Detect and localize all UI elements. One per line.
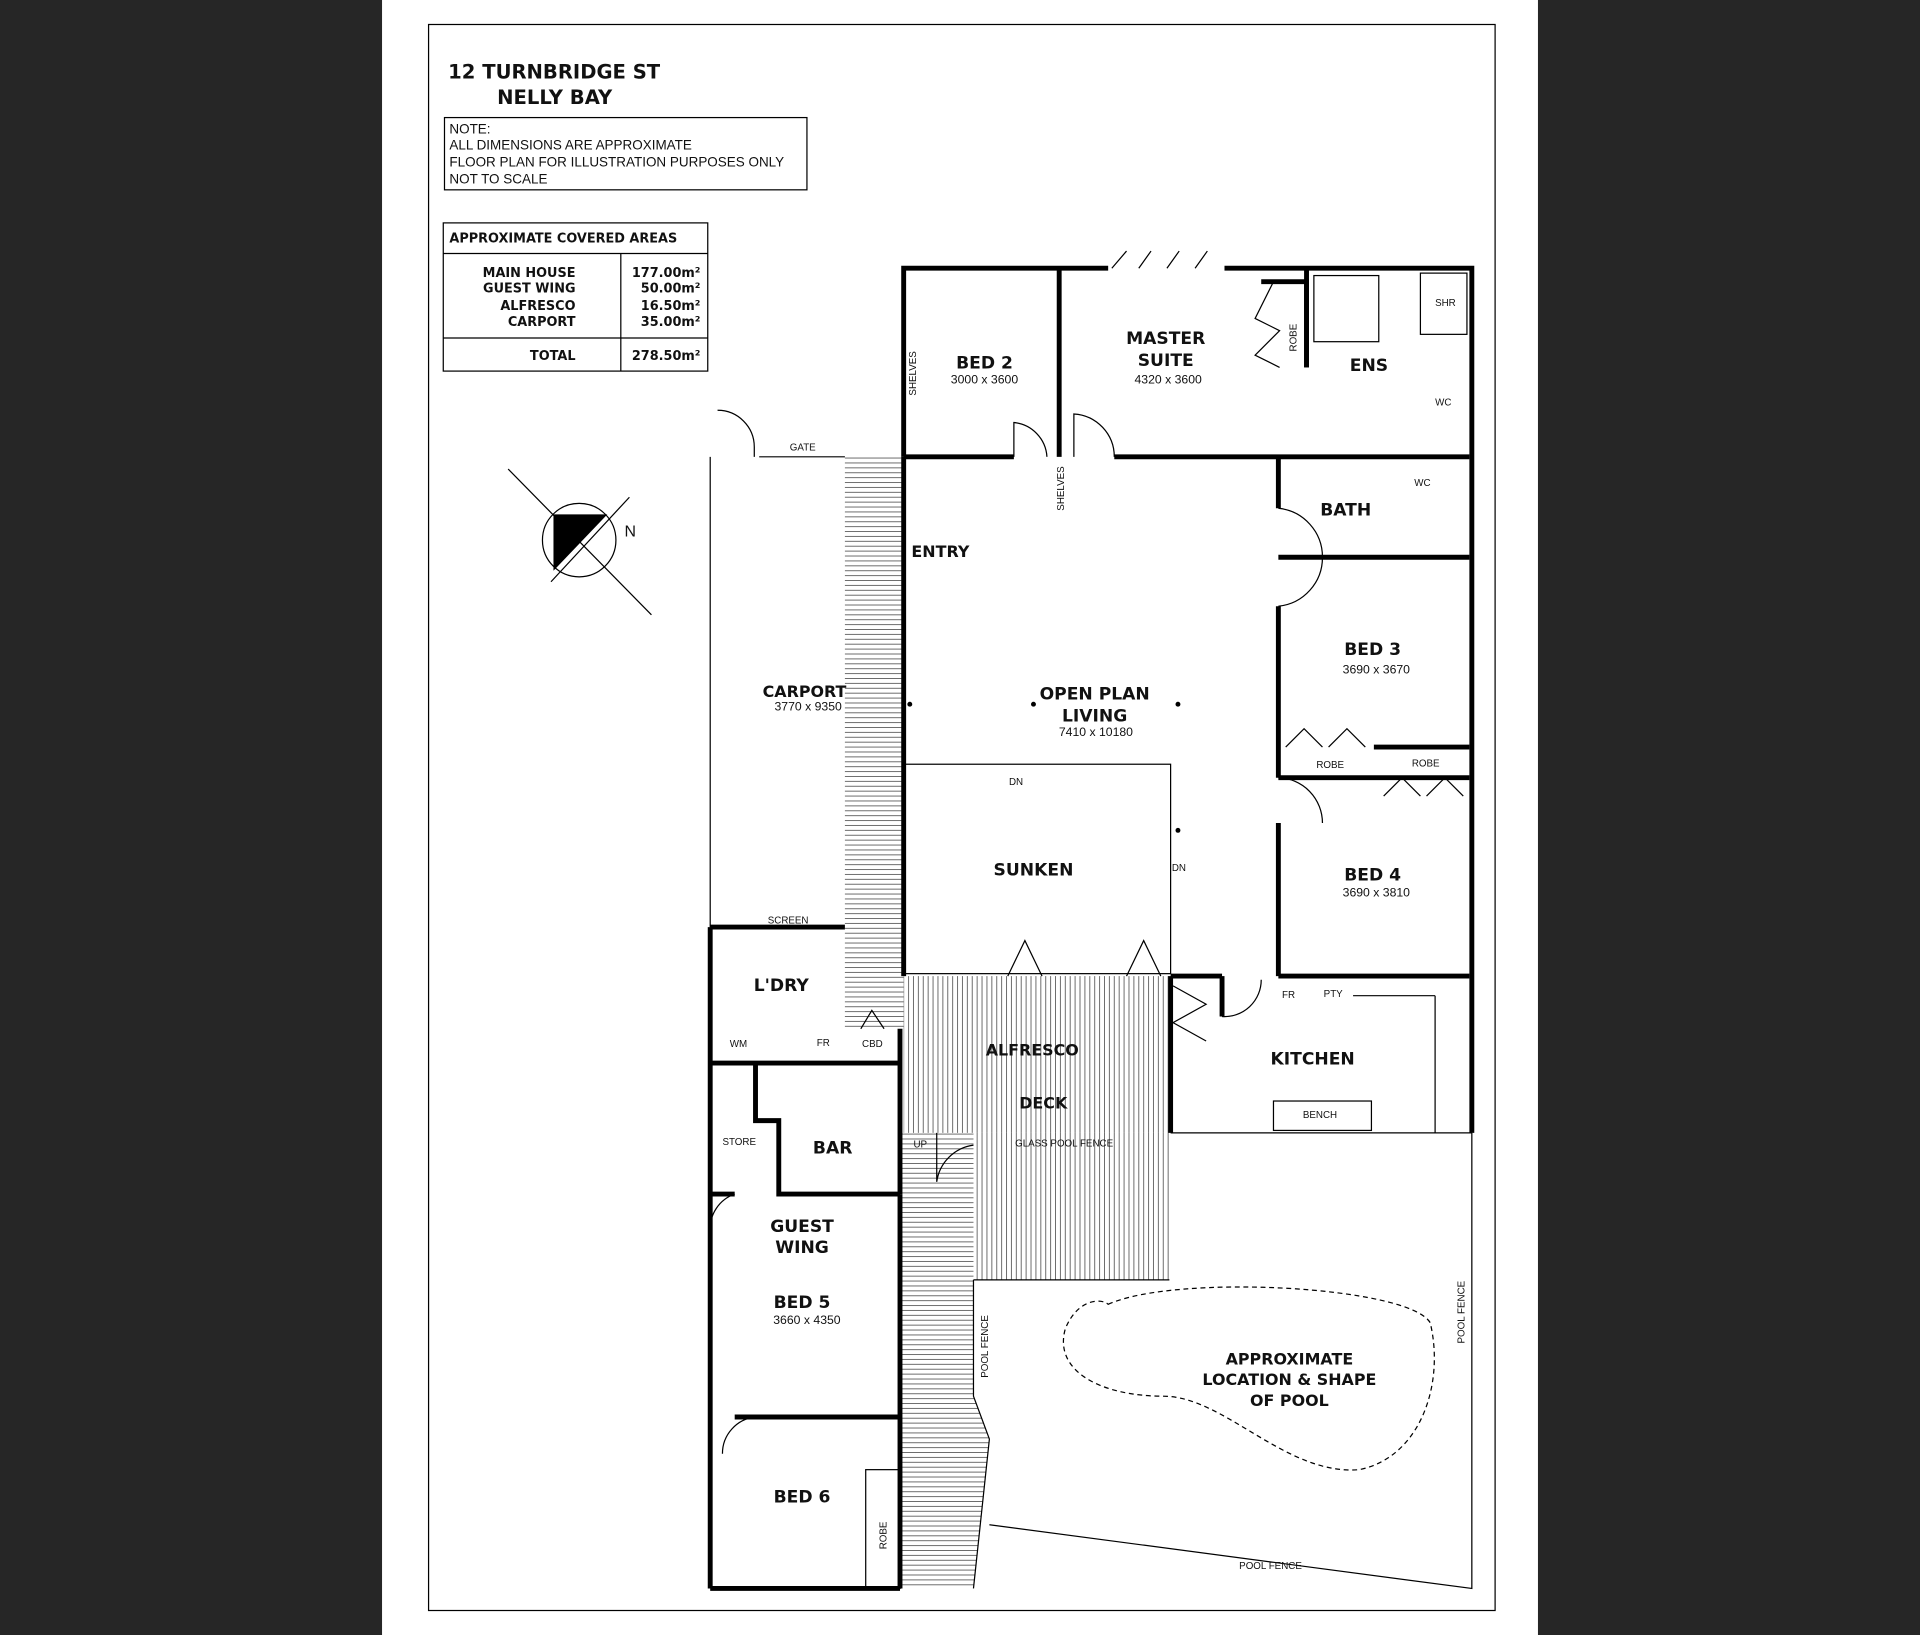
step-up-label: UP xyxy=(913,1140,927,1151)
dim-bed3: 3690 x 3670 xyxy=(1343,663,1411,677)
area-value: 35.00m² xyxy=(641,315,701,330)
room-master: SUITE xyxy=(1138,351,1194,371)
fridge-label: FR xyxy=(817,1038,830,1049)
guest-deck xyxy=(900,1132,990,1589)
room-guest-wing: GUEST xyxy=(770,1217,834,1237)
dim-master: 4320 x 3600 xyxy=(1134,372,1202,386)
room-alfresco: DECK xyxy=(1019,1093,1068,1112)
wc-label: WC xyxy=(1435,397,1451,408)
walls xyxy=(707,265,1475,1591)
room-living: OPEN PLAN xyxy=(1040,684,1150,704)
pool-label: LOCATION & SHAPE xyxy=(1202,1370,1376,1389)
store-label: STORE xyxy=(722,1137,756,1148)
areas-heading: APPROXIMATE COVERED AREAS xyxy=(449,231,677,246)
wc-label: WC xyxy=(1414,478,1430,489)
washing-machine-label: WM xyxy=(730,1039,747,1050)
robe-label: ROBE xyxy=(1289,323,1300,351)
room-guest-wing: WING xyxy=(775,1238,829,1258)
room-entry: ENTRY xyxy=(911,542,969,561)
dim-bed2: 3000 x 3600 xyxy=(951,372,1019,386)
area-label: ALFRESCO xyxy=(500,299,575,314)
area-label: GUEST WING xyxy=(483,282,575,297)
side-deck xyxy=(844,456,904,1029)
screen-label: SCREEN xyxy=(768,915,809,926)
pool-fence-label: POOL FENCE xyxy=(980,1315,991,1378)
room-labels: BED 2 3000 x 3600 MASTER SUITE 4320 x 36… xyxy=(754,329,1410,1508)
cupboard-label: CBD xyxy=(862,1039,883,1050)
note-box: NOTE: ALL DIMENSIONS ARE APPROXIMATE FLO… xyxy=(443,116,808,191)
address-line2: NELLY BAY xyxy=(497,86,613,109)
area-value: 16.50m² xyxy=(641,299,701,314)
room-sunken: SUNKEN xyxy=(994,861,1074,881)
room-master: MASTER xyxy=(1126,329,1205,349)
robe-label: ROBE xyxy=(1316,760,1344,771)
step-down-label: DN xyxy=(1009,777,1023,788)
pool-fence-label: POOL FENCE xyxy=(1456,1280,1467,1343)
robe-label: ROBE xyxy=(1412,759,1440,770)
bench-label: BENCH xyxy=(1303,1110,1337,1121)
dim-bed5: 3660 x 4350 xyxy=(773,1313,841,1327)
pool-fence-label: POOL FENCE xyxy=(1239,1561,1302,1572)
room-ens: ENS xyxy=(1350,356,1388,376)
shelves-label: SHELVES xyxy=(908,351,919,396)
fridge-label: FR xyxy=(1282,990,1295,1001)
room-living: LIVING xyxy=(1062,706,1127,726)
room-bed5: BED 5 xyxy=(774,1293,831,1313)
note-line: ALL DIMENSIONS ARE APPROXIMATE xyxy=(449,137,691,152)
shower-label: SHR xyxy=(1435,298,1456,309)
area-value: 177.00m² xyxy=(632,266,701,281)
robe-label: ROBE xyxy=(879,1521,890,1549)
dim-bed4: 3690 x 3810 xyxy=(1343,885,1411,899)
area-label: MAIN HOUSE xyxy=(483,266,576,281)
step-down-label: DN xyxy=(1172,863,1186,874)
dim-living: 7410 x 10180 xyxy=(1059,725,1133,739)
total-value: 278.50m² xyxy=(632,349,701,364)
room-bed4: BED 4 xyxy=(1344,866,1401,886)
room-bed2: BED 2 xyxy=(956,354,1013,374)
areas-table: APPROXIMATE COVERED AREAS MAIN HOUSE GUE… xyxy=(442,222,709,372)
north-label: N xyxy=(624,523,635,540)
room-bar: BAR xyxy=(813,1139,852,1159)
room-bath: BATH xyxy=(1320,501,1371,521)
gate-label: GATE xyxy=(790,443,816,454)
note-line: NOTE: xyxy=(449,121,490,136)
pool-label: OF POOL xyxy=(1250,1391,1329,1410)
glass-pool-fence-label: GLASS POOL FENCE xyxy=(1015,1138,1113,1149)
area-value: 50.00m² xyxy=(641,282,701,297)
room-carport: CARPORT xyxy=(763,682,847,701)
room-bed6: BED 6 xyxy=(774,1488,831,1508)
note-line: FLOOR PLAN FOR ILLUSTRATION PURPOSES ONL… xyxy=(449,155,784,170)
note-line: NOT TO SCALE xyxy=(449,172,547,187)
pool-label: APPROXIMATE xyxy=(1226,1349,1354,1368)
shelves-label: SHELVES xyxy=(1056,466,1067,511)
room-kitchen: KITCHEN xyxy=(1271,1049,1355,1069)
alfresco-deck-area xyxy=(903,976,1171,1133)
pool-deck xyxy=(973,1132,1170,1280)
pantry-label: PTY xyxy=(1324,989,1343,1000)
dim-carport: 3770 x 9350 xyxy=(774,699,842,713)
thin-lines xyxy=(709,250,1473,1590)
fixture-labels: SHELVES SHELVES ROBE ROBE ROBE ROBE SHR … xyxy=(722,298,1467,1572)
total-label: TOTAL xyxy=(530,349,576,364)
room-laundry: L'DRY xyxy=(754,976,810,996)
address-line1: 12 TURNBRIDGE ST xyxy=(448,60,661,83)
room-alfresco: ALFRESCO xyxy=(986,1041,1079,1060)
sheet-border xyxy=(427,23,1496,1612)
room-bed3: BED 3 xyxy=(1344,640,1401,660)
north-compass-icon: N xyxy=(507,468,652,616)
area-label: CARPORT xyxy=(508,315,576,330)
